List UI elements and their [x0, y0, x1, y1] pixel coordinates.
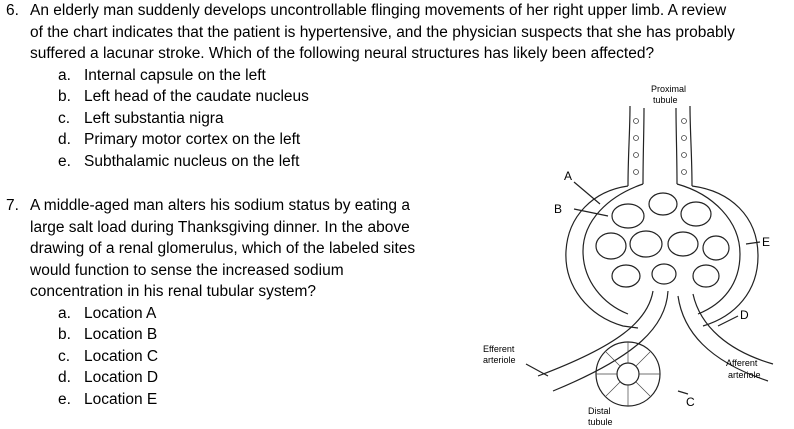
question-6-line-2: of the chart indicates that the patient …	[30, 23, 735, 41]
leader-line-d	[717, 315, 739, 327]
label-c: C	[686, 395, 695, 409]
question-6-line-3: suffered a lacunar stroke. Which of the …	[30, 45, 655, 62]
option-letter: c.	[58, 347, 71, 365]
proximal-tubule-outer-left	[627, 105, 631, 187]
option-letter: e.	[58, 390, 71, 408]
question-7-number: 7.	[6, 197, 19, 214]
leader-line-a	[573, 181, 601, 205]
tubule-cell-nucleus	[681, 169, 687, 175]
tubule-cell-nucleus	[681, 135, 687, 141]
label-afferent-line-2: arteriole	[728, 370, 761, 380]
leader-line-b	[573, 208, 609, 217]
option-text: Subthalamic nucleus on the left	[84, 152, 300, 170]
question-6-option-a[interactable]: a. Internal capsule on the left	[6, 65, 791, 87]
capillary-loop	[651, 263, 677, 285]
distal-tubule-inner	[616, 362, 640, 386]
option-text: Primary motor cortex on the left	[84, 131, 301, 148]
label-afferent-line-1: Afferent	[726, 358, 758, 368]
question-6-option-e[interactable]: e. Subthalamic nucleus on the left	[6, 151, 791, 173]
capillary-loop	[648, 192, 678, 216]
efferent-arteriole	[537, 290, 669, 392]
label-d: D	[740, 308, 749, 322]
leader-line-e	[745, 241, 761, 245]
question-7-options: a. Location A b. Location B c. Location C d…	[6, 303, 446, 411]
capillary-loop	[702, 235, 730, 261]
option-text: Location D	[84, 369, 159, 386]
option-letter: d.	[58, 369, 71, 386]
question-7: 7. A middle-aged man alters his sodium s…	[6, 195, 446, 410]
option-text: Location B	[84, 326, 158, 343]
question-7-line-3: drawing of a renal glomerulus, which of …	[30, 240, 416, 257]
label-distal-line-2: tubule	[588, 417, 613, 427]
option-letter: a.	[58, 66, 71, 84]
afferent-arteriole	[677, 293, 774, 382]
question-6-option-d[interactable]: d. Primary motor cortex on the left	[6, 129, 791, 151]
option-text: Location A	[84, 304, 157, 322]
bowman-capsule-outer	[565, 185, 759, 329]
question-7-line-2: large salt load during Thanksgiving dinn…	[30, 218, 410, 236]
option-letter: a.	[58, 304, 71, 322]
distal-tubule-cells	[596, 342, 660, 406]
question-6-number: 6.	[6, 2, 19, 19]
tubule-cell-nucleus	[633, 118, 639, 124]
question-7-option-e[interactable]: e. Location E	[6, 389, 446, 411]
question-6-line-1: An elderly man suddenly develops uncontr…	[30, 2, 727, 19]
question-7-line-5: concentration in his renal tubular syste…	[30, 283, 317, 300]
label-distal-line-1: Distal	[588, 406, 611, 416]
tubule-cell-nucleus	[681, 118, 687, 124]
capillary-loop	[680, 201, 712, 227]
option-letter: c.	[58, 109, 71, 127]
question-6-stem: An elderly man suddenly develops uncontr…	[6, 0, 791, 65]
capillary-loop	[611, 264, 641, 288]
label-proximal-line-2: tubule	[653, 95, 678, 105]
proximal-tubule-outer-right	[689, 105, 693, 187]
option-text: Left head of the caudate nucleus	[84, 88, 309, 105]
question-7-line-4: would function to sense the increased so…	[30, 261, 344, 279]
glomerulus-diagram: Proximal tubule Efferent arteriole Affer…	[483, 84, 774, 427]
proximal-tubule-inner-right	[675, 107, 678, 185]
option-letter: b.	[58, 326, 71, 343]
question-6-options: a. Internal capsule on the left b. Left he…	[6, 65, 791, 173]
label-e: E	[762, 235, 770, 249]
tubule-cell-nucleus	[633, 135, 639, 141]
capillary-loop	[629, 230, 663, 258]
question-7-line-1: A middle-aged man alters his sodium stat…	[30, 197, 410, 214]
capillary-loop	[692, 264, 720, 288]
question-6-option-b[interactable]: b. Left head of the caudate nucleus	[6, 86, 791, 108]
option-text: Left substantia nigra	[84, 109, 224, 127]
tubule-cell-nucleus	[633, 152, 639, 158]
question-7-option-b[interactable]: b. Location B	[6, 324, 446, 346]
label-proximal-line-1: Proximal	[651, 84, 686, 94]
option-letter: e.	[58, 152, 71, 170]
capillary-loop	[611, 203, 645, 229]
question-7-option-d[interactable]: d. Location D	[6, 367, 446, 389]
option-text: Internal capsule on the left	[84, 66, 266, 84]
proximal-tubule-inner-left	[642, 107, 645, 185]
capillary-loop	[667, 231, 699, 257]
label-b: B	[554, 202, 562, 216]
question-6-option-c[interactable]: c. Left substantia nigra	[6, 108, 791, 130]
tubule-cell-nucleus	[681, 152, 687, 158]
label-efferent-line-2: arteriole	[483, 355, 516, 365]
tubule-cell-nucleus	[633, 169, 639, 175]
question-7-option-a[interactable]: a. Location A	[6, 303, 446, 325]
capillary-loop	[595, 232, 627, 260]
label-a: A	[564, 169, 572, 183]
label-efferent-line-1: Efferent	[483, 344, 515, 354]
leader-line-efferent	[525, 363, 549, 377]
option-letter: b.	[58, 88, 71, 105]
bowman-capsule-inner	[582, 183, 741, 315]
question-6: 6. An elderly man suddenly develops unco…	[6, 0, 791, 172]
option-text: Location E	[84, 390, 158, 408]
option-text: Location C	[84, 347, 159, 365]
question-7-option-c[interactable]: c. Location C	[6, 346, 446, 368]
option-letter: d.	[58, 131, 71, 148]
leader-line-c	[677, 390, 689, 395]
question-7-stem: A middle-aged man alters his sodium stat…	[6, 195, 446, 303]
